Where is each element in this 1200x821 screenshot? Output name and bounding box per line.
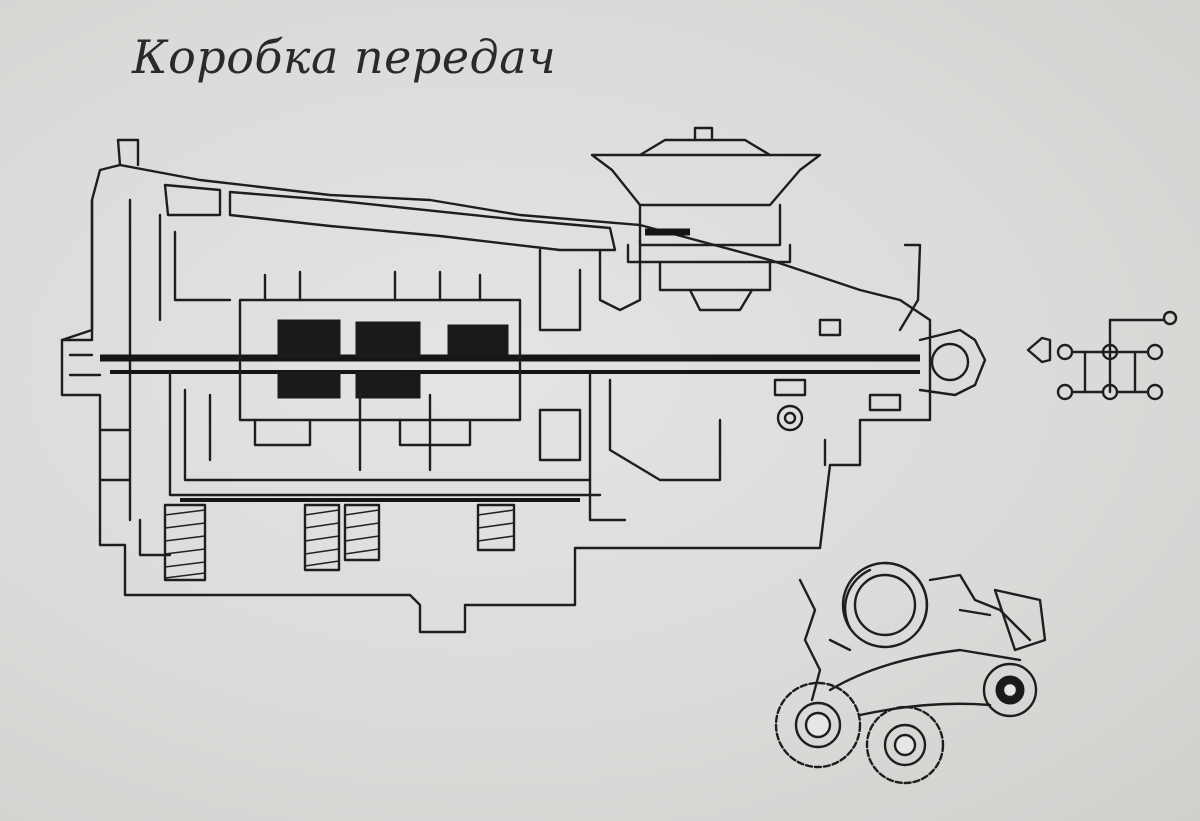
page-title: Коробка передач bbox=[132, 30, 557, 84]
gear-mechanism-inset bbox=[774, 561, 1047, 785]
gear-blocks bbox=[238, 270, 522, 447]
right-side-details bbox=[538, 238, 902, 467]
top-cone-cover bbox=[590, 126, 822, 312]
main-shaft bbox=[100, 243, 987, 397]
countershaft bbox=[168, 370, 722, 522]
housing-outline bbox=[60, 138, 932, 634]
lower-helical-gears bbox=[163, 503, 516, 582]
shift-pattern-diagram bbox=[1026, 310, 1178, 401]
